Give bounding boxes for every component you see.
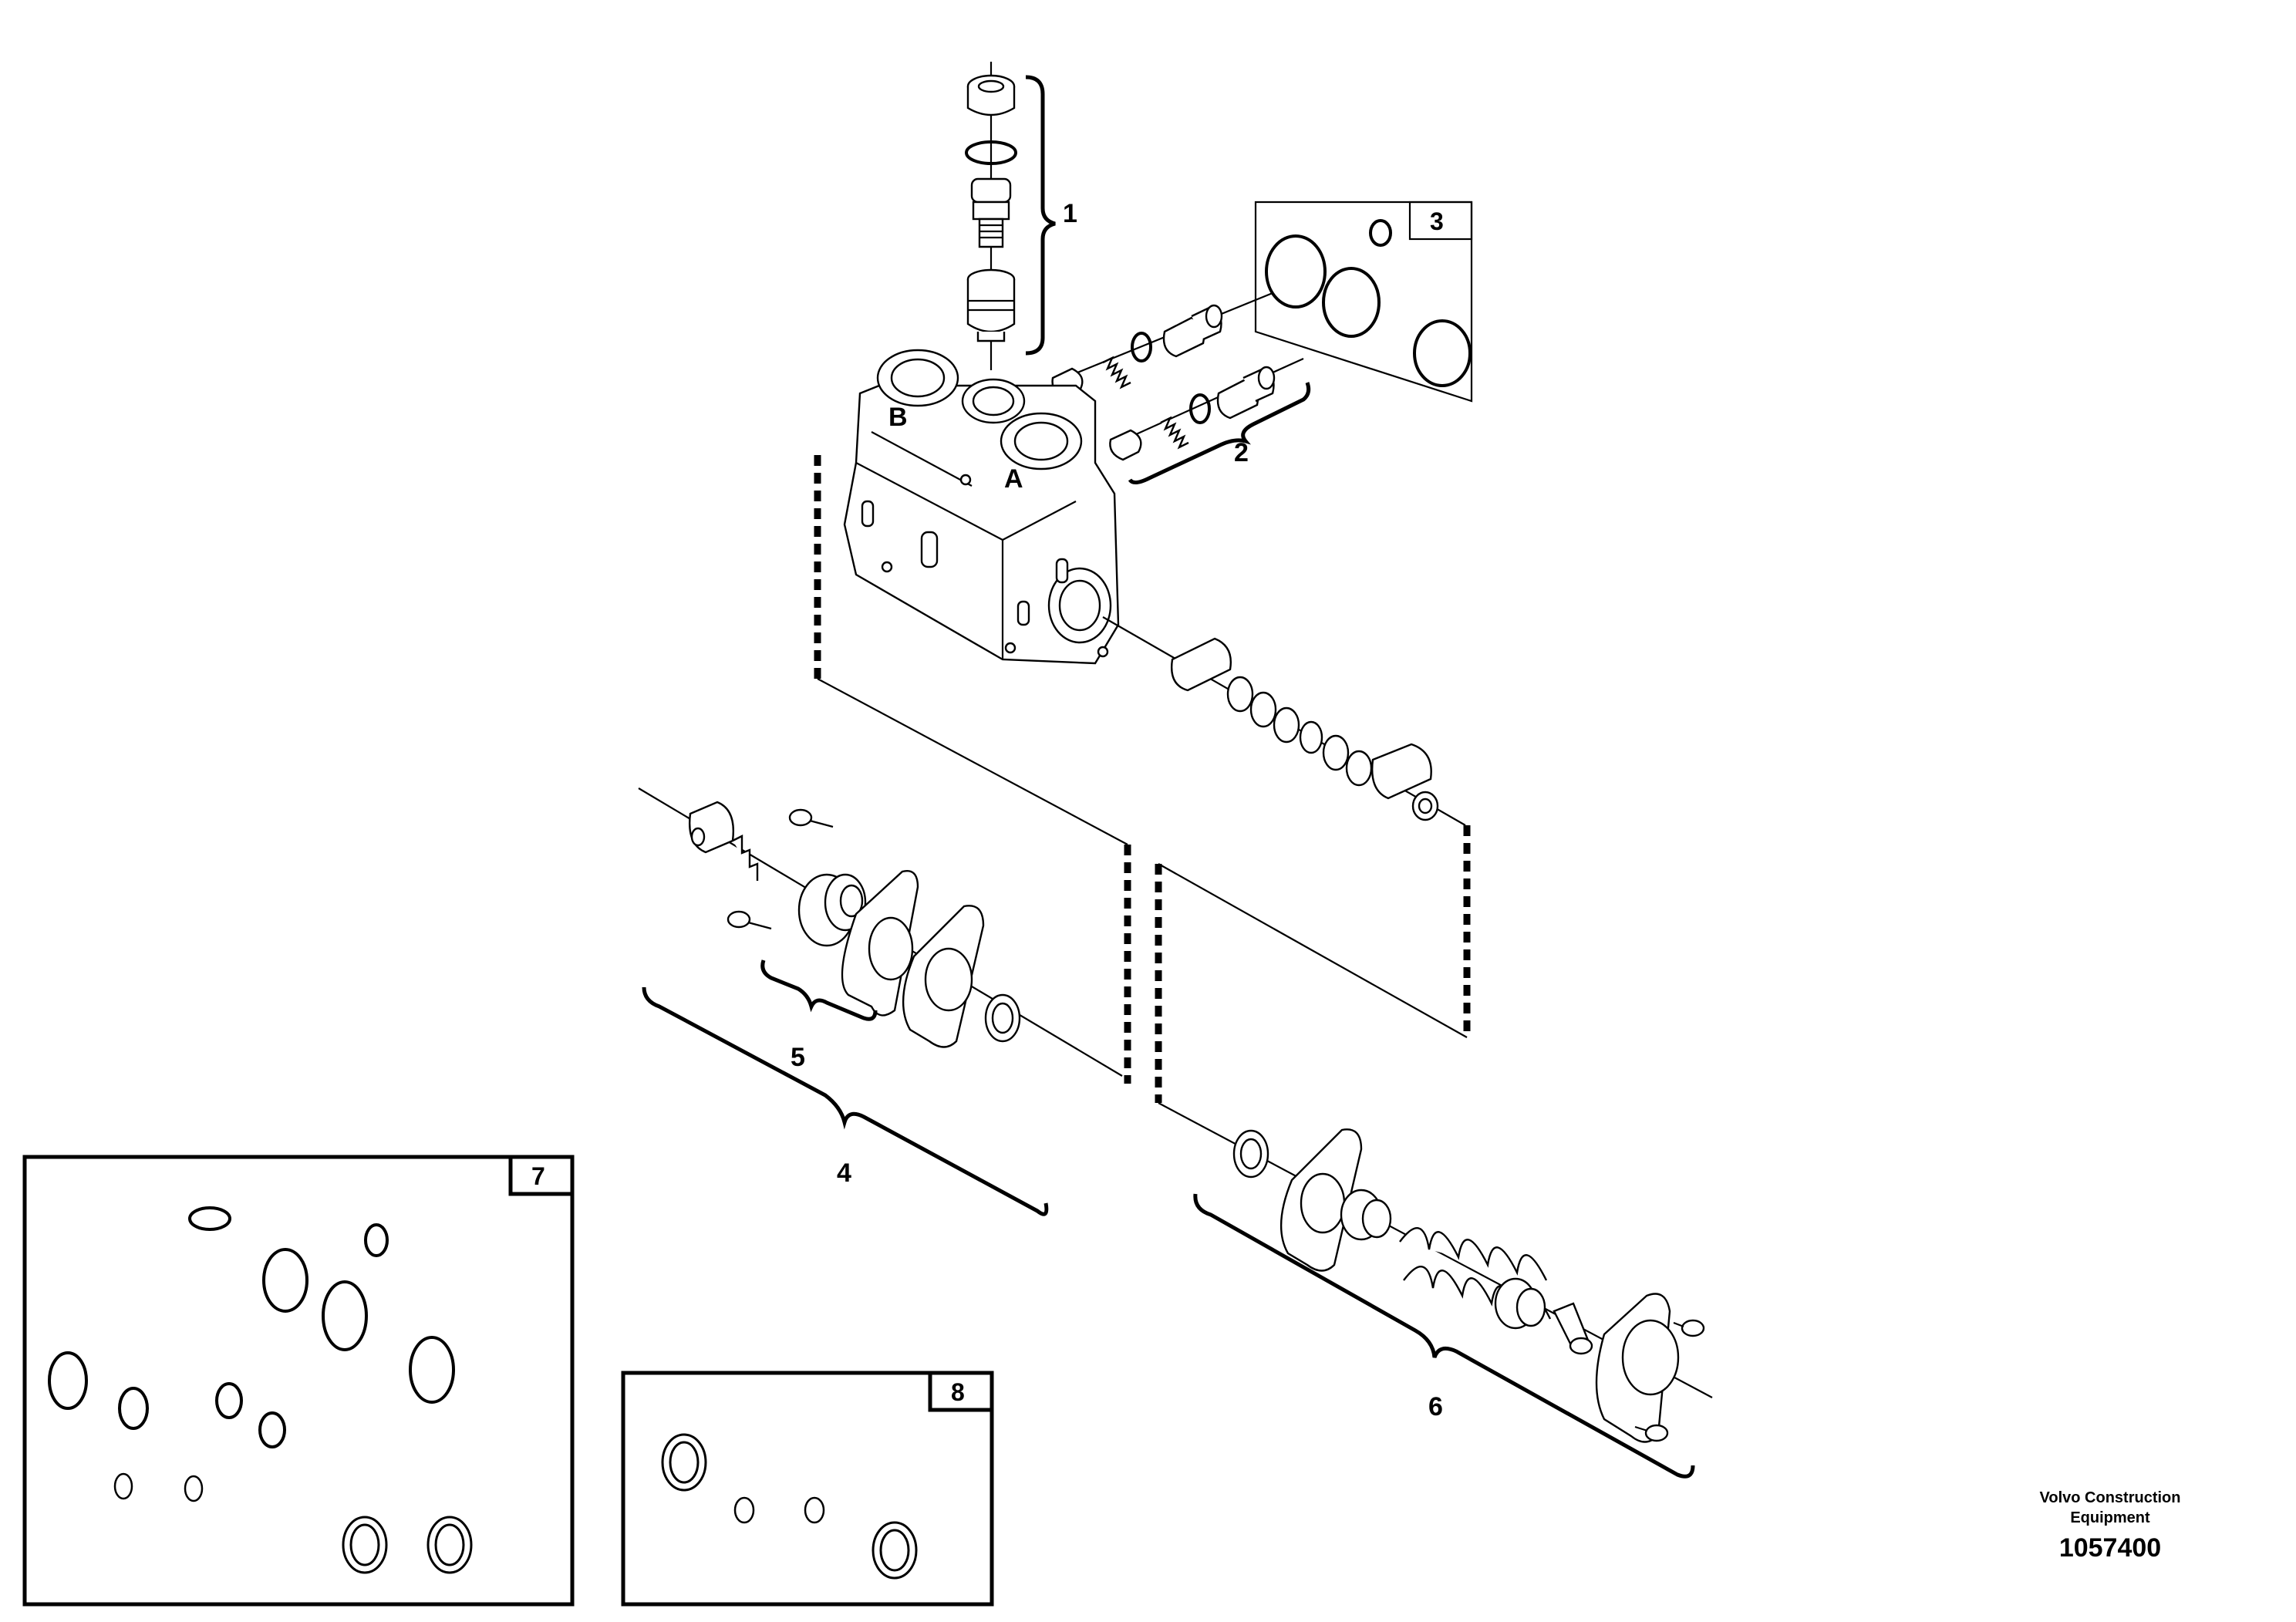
callout-2: 2	[1234, 438, 1249, 467]
spring-end-assembly	[1158, 1102, 1713, 1443]
callout-5: 5	[791, 1043, 805, 1072]
port-label-b: B	[888, 403, 908, 432]
callout-4: 4	[837, 1158, 851, 1188]
check-valve-lower	[1109, 357, 1304, 461]
bracket-4	[642, 986, 1049, 1216]
port-label-a: A	[1004, 464, 1023, 494]
spool	[1102, 616, 1466, 826]
company-name-line2: Equipment	[2070, 1509, 2150, 1526]
callout-6: 6	[1428, 1392, 1443, 1421]
valve-body: B A	[843, 349, 1120, 665]
callout-1: 1	[1063, 199, 1077, 228]
company-name-line1: Volvo Construction	[2040, 1489, 2181, 1506]
callout-7: 7	[531, 1162, 545, 1190]
callout-3: 3	[1430, 207, 1444, 235]
seal-kit-3: 3	[1254, 201, 1473, 403]
bracket-5	[760, 959, 878, 1021]
bracket-2	[1128, 382, 1311, 484]
seal-kit-8: 8	[621, 1371, 994, 1607]
relief-valve-assembly	[965, 62, 1017, 370]
bracket-1	[1025, 75, 1056, 356]
callout-8: 8	[951, 1378, 965, 1406]
spool-end-assembly-left	[638, 787, 1123, 1077]
bracket-6	[1193, 1193, 1695, 1479]
seal-kit-7: 7	[22, 1155, 575, 1607]
document-number: 1057400	[2059, 1533, 2161, 1563]
